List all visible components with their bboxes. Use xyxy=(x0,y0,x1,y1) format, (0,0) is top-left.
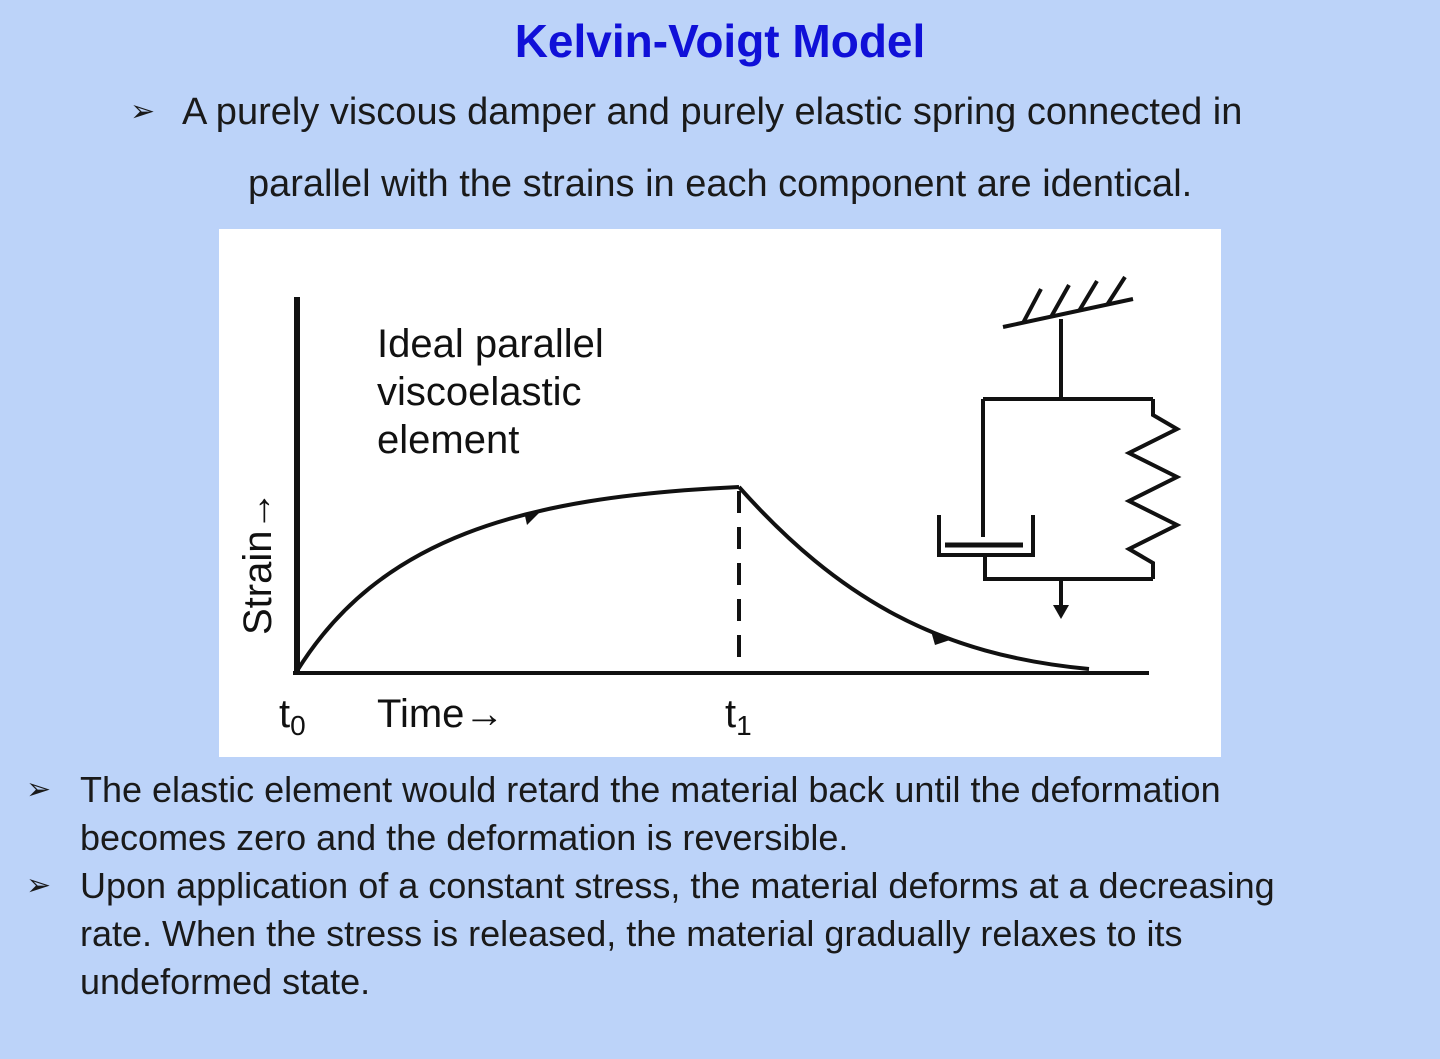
note-line: becomes zero and the deformation is reve… xyxy=(80,817,849,858)
x-axis-label: Time→ xyxy=(377,692,504,736)
caption-line1: Ideal parallel xyxy=(377,322,604,366)
notes-list: ➢ The elastic element would retard the m… xyxy=(26,766,1426,1006)
figure-canvas: Ideal parallel viscoelastic element Stra… xyxy=(236,275,1182,741)
t0-base: t xyxy=(279,692,290,736)
note-item: ➢ Upon application of a constant stress,… xyxy=(26,862,1426,1006)
creep-arrow-icon xyxy=(525,509,543,525)
ceiling-line xyxy=(1002,297,1134,329)
ceiling-hatch xyxy=(1077,279,1099,313)
recovery-arrow-icon xyxy=(931,631,953,645)
strain-time-figure: Ideal parallel viscoelastic element Stra… xyxy=(219,229,1221,757)
caption-line2: viscoelastic xyxy=(377,370,582,414)
caption-line3: element xyxy=(377,418,519,462)
note-line: The elastic element would retard the mat… xyxy=(80,769,1221,810)
t1-subscript: 1 xyxy=(736,710,752,741)
t1-label: t1 xyxy=(725,692,752,741)
damper-cylinder xyxy=(937,515,1035,557)
t1-base: t xyxy=(725,692,736,736)
note-line: Upon application of a constant stress, t… xyxy=(80,865,1275,906)
note-item: ➢ The elastic element would retard the m… xyxy=(26,766,1426,862)
t0-label: t0 xyxy=(279,692,306,741)
ceiling-hatch xyxy=(1105,275,1127,307)
y-axis-label: Strain→ xyxy=(236,491,280,636)
load-arrow-icon xyxy=(1053,605,1069,619)
creep-curve xyxy=(295,485,740,673)
ceiling-hatch xyxy=(1049,284,1071,318)
ceiling-hatch xyxy=(1021,288,1043,324)
bullet-arrow-icon: ➢ xyxy=(26,869,52,902)
bullet-arrow-icon: ➢ xyxy=(130,95,156,128)
note-line: undeformed state. xyxy=(80,961,371,1002)
kelvin-voigt-schematic xyxy=(937,275,1182,607)
note-line: rate. When the stress is released, the m… xyxy=(80,913,1183,954)
recovery-curve xyxy=(737,485,1090,671)
spring xyxy=(1124,399,1182,579)
bullet-arrow-icon: ➢ xyxy=(26,773,52,806)
t0-subscript: 0 xyxy=(290,710,306,741)
intro-text-line1: A purely viscous damper and purely elast… xyxy=(182,91,1243,133)
slide-title: Kelvin-Voigt Model xyxy=(514,15,926,67)
intro-text-line2: parallel with the strains in each compon… xyxy=(248,163,1193,205)
